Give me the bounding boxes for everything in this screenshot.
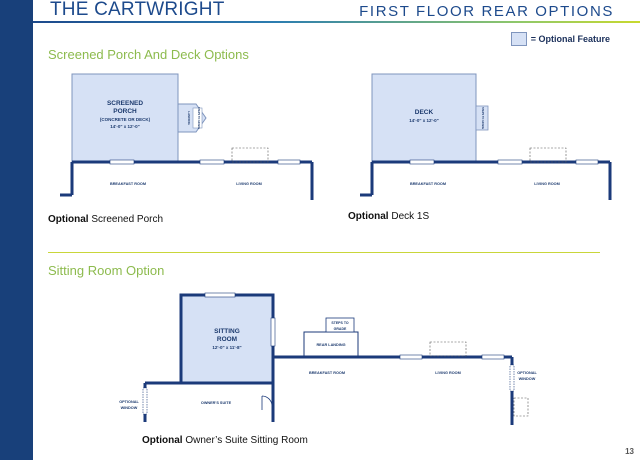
deck-room-name: DECK [415,109,434,116]
porch-breakfast-label: BREAKFAST ROOM [110,182,146,186]
caption-sitting-text: Owner’s Suite Sitting Room [182,435,308,446]
porch-steps [192,107,203,129]
optional-feature-swatch [510,32,527,46]
porch-room-name: SCREENED [107,100,143,107]
sitting-room [179,293,275,385]
optional-window-right-label: OPTIONAL [517,371,537,375]
page-title: THE CARTWRIGHT [50,0,225,20]
porch-room-dims: 14'-0" x 12'-0" [110,124,139,129]
rear-landing [303,331,359,357]
sitting-living-label: LIVING ROOM [435,371,461,375]
owners-suite-label: OWNER'S SUITE [201,401,232,405]
deck-living-label: LIVING ROOM [534,182,560,186]
sitting-room-plan: SITTING ROOM 12'-0" x 11'-8" STEPS TO GR… [119,292,537,425]
porch-room [71,73,179,163]
legend-label: = Optional Feature [530,34,610,44]
porch-room-name2: PORCH [113,108,137,115]
sitting-patio-outline [429,341,467,357]
caption-optional-label: Optional [142,435,183,446]
caption-sitting-room: Optional Owner’s Suite Sitting Room [142,435,308,446]
sidebar-band [0,0,33,460]
caption-screened-porch: Optional Screened Porch [48,214,163,225]
suite-door [261,395,273,410]
page-subtitle: FIRST FLOOR REAR OPTIONS [359,3,614,20]
section-title-porch-deck: Screened Porch And Deck Options [48,47,249,62]
caption-porch-text: Screened Porch [88,214,164,225]
optional-window-left [142,387,148,415]
legend: = Optional Feature [510,32,610,46]
porch-living-label: LIVING ROOM [236,182,262,186]
porch-steps-label: STEPS TO GRADE [197,107,200,129]
section-title-sitting-room: Sitting Room Option [48,263,165,278]
sitting-breakfast-label: BREAKFAST ROOM [309,371,345,375]
header-rule [33,21,640,23]
deck-steps [475,105,489,131]
sitting-room-name2: ROOM [217,336,237,343]
caption-optional-label: Optional [348,211,389,222]
section-divider [48,252,600,253]
sitting-room-name: SITTING [214,328,240,335]
caption-optional-label: Optional [48,214,89,225]
grade-label: GRADE [334,327,347,331]
deck-patio-outline [529,147,567,163]
caption-deck: Optional Deck 1S [348,211,429,222]
deck-steps-label: STEPS TO GRADE [481,107,484,129]
rear-landing-label: REAR LANDING [316,343,345,347]
deck-room [371,73,477,163]
deck-room-dims: 14'-0" x 12'-0" [409,118,438,123]
porch-landing-label: LANDING [187,111,191,125]
landing-steps [325,317,355,333]
optional-window-left-label2: WINDOW [121,406,138,410]
page-number: 13 [625,447,634,456]
sitting-room-dims: 12'-0" x 11'-8" [212,345,241,350]
caption-deck-text: Deck 1S [388,211,430,222]
optional-window-left-label: OPTIONAL [119,400,139,404]
steps-to-label: STEPS TO [331,321,349,325]
porch-plan: SCREENED PORCH (CONCRETE OR DECK) 14'-0"… [60,73,314,200]
optional-window-right-label2: WINDOW [519,377,536,381]
optional-window-right [509,364,515,392]
porch-room-note: (CONCRETE OR DECK) [100,117,151,122]
deck-plan: DECK 14'-0" x 12'-0" STEPS TO GRADE BREA… [360,73,612,200]
porch-patio-outline [231,147,269,163]
deck-breakfast-label: BREAKFAST ROOM [410,182,446,186]
